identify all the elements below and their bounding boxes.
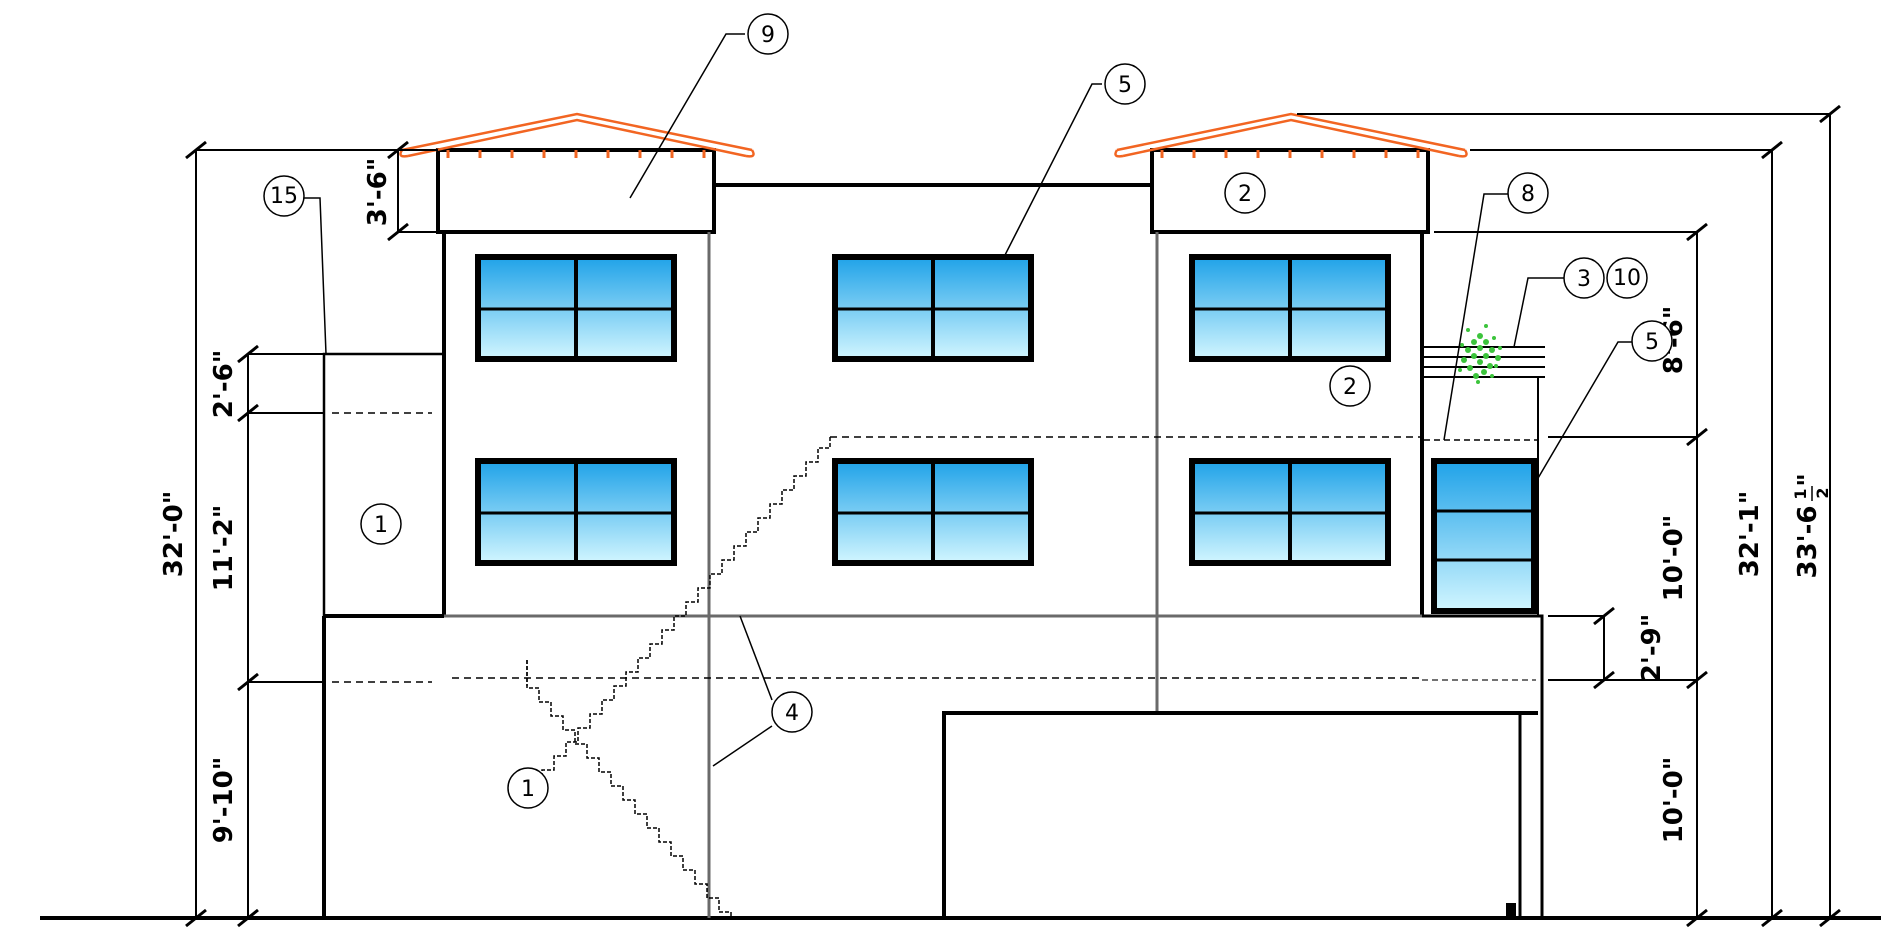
window [1189, 254, 1391, 362]
keynote-callouts: 9 5 15 2 8 3 10 5 2 1 4 1 [263, 13, 1673, 809]
dim-right-overall-b-inch: " [1793, 473, 1823, 487]
dim-right-overall-b-main: 33'-6 [1793, 505, 1823, 578]
dim-left-overall: 32'-0" [159, 491, 189, 578]
right-hip-roof [1114, 112, 1468, 158]
dim-left-parapet: 2'-6" [209, 350, 239, 418]
door-stop [1506, 903, 1516, 918]
window [832, 254, 1034, 362]
dim-left-roof-band: 3'-6" [363, 158, 393, 226]
window-narrow [1431, 458, 1537, 614]
window [832, 458, 1034, 566]
right-lower-wing [1422, 614, 1544, 918]
keynote-1: 1 [374, 513, 388, 538]
dimensions [185, 104, 1841, 928]
keynote-4: 4 [785, 701, 799, 726]
dim-right-step: 2'-9" [1637, 614, 1667, 682]
dim-left-second-floor: 11'-2" [209, 505, 239, 592]
building [40, 148, 1881, 920]
keynote-2: 2 [1343, 375, 1357, 400]
windows [475, 254, 1537, 614]
left-hip-roof [399, 112, 755, 158]
keynote-5: 5 [1118, 73, 1132, 98]
stair-upper [527, 437, 831, 799]
keynote-1: 1 [521, 777, 535, 802]
keynote-3: 3 [1577, 267, 1591, 292]
dim-right-second-floor: 10'-0" [1659, 515, 1689, 602]
stair-lower [526, 660, 732, 918]
left-roof-band [436, 148, 716, 234]
dim-right-overall-b-den: 2 [1813, 487, 1832, 498]
hidden-lines [332, 412, 1424, 683]
window [1189, 458, 1391, 566]
dim-right-overall-b-num: 1 [1791, 488, 1810, 499]
plant-icon [1458, 324, 1502, 384]
dim-right-overall-b: 33'-6 1 2 " [1791, 473, 1832, 578]
keynote-2: 2 [1238, 182, 1252, 207]
keynote-5: 5 [1645, 330, 1659, 355]
dim-left-first-floor: 9'-10" [209, 757, 239, 844]
keynote-10: 10 [1613, 266, 1641, 291]
keynote-15: 15 [270, 184, 298, 209]
dim-right-overall-a: 32'-1" [1735, 491, 1765, 578]
deck-rail [1424, 346, 1545, 616]
dim-right-first-floor: 10'-0" [1659, 757, 1689, 844]
right-roof-band [1150, 148, 1430, 234]
left-low-wing [322, 352, 444, 616]
window [475, 458, 677, 566]
keynote-8: 8 [1521, 182, 1535, 207]
roofs [399, 112, 1468, 158]
garage-opening [942, 711, 1538, 918]
keynote-9: 9 [761, 23, 775, 48]
dimension-labels: 32'-0" 3'-6" 2'-6" 11'-2" 9'-10" 8'-6" 1… [159, 158, 1832, 844]
window [475, 254, 677, 362]
